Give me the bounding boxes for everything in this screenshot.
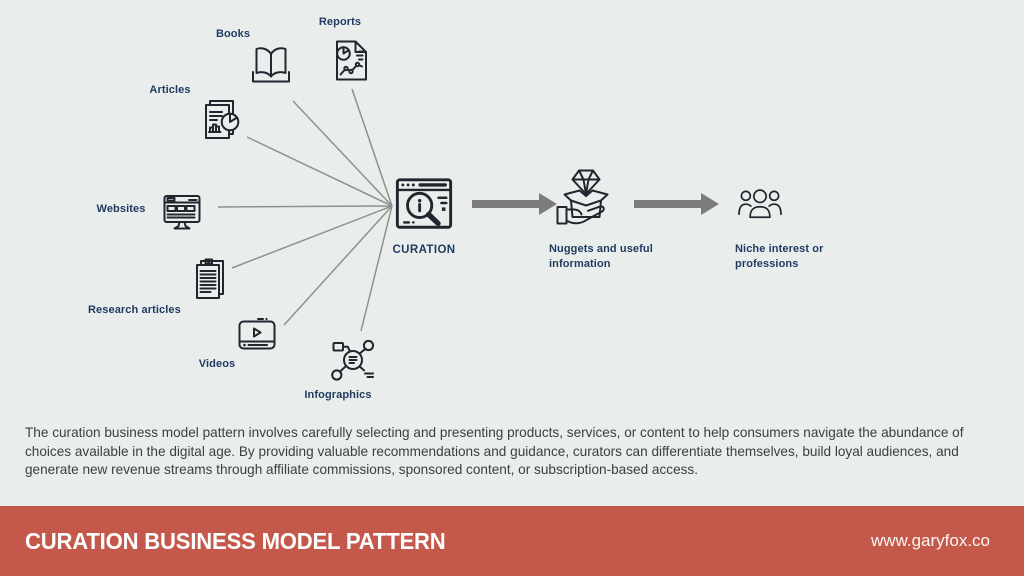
label-articles: Articles [149,84,191,96]
open-book-icon [247,40,295,90]
research-document-icon [186,256,228,306]
connector-infographics [360,205,393,332]
connector-books [292,100,393,207]
label-videos: Videos [198,358,236,370]
label-nuggets: Nuggets and useful information [549,243,653,270]
flow-arrow-2 [634,193,719,215]
video-player-icon [233,313,281,357]
connector-videos [283,205,393,326]
label-curation: CURATION [392,244,456,256]
label-books: Books [215,28,251,40]
label-infographics: Infographics [304,389,372,401]
connector-websites [217,205,393,208]
connector-research [231,205,393,269]
footer-website-link[interactable]: www.garyfox.co [870,531,990,550]
connector-articles [246,136,393,207]
flow-arrow-1 [472,193,557,215]
label-niche: Niche interest or professions [735,243,824,270]
label-reports: Reports [318,16,362,28]
browser-magnifier-icon [393,172,455,236]
website-monitor-icon [158,188,206,236]
label-websites: Websites [96,203,146,215]
footer-title: CURATION BUSINESS MODEL PATTERN [25,527,446,554]
people-group-icon [736,186,784,222]
article-pages-icon [196,95,246,145]
report-document-icon [327,36,373,86]
connector-reports [351,88,393,207]
infographic-network-icon [328,334,378,384]
footer-bar: CURATION BUSINESS MODEL PATTERN www.gary… [0,506,1024,576]
diamond-in-box-hand-icon [554,165,618,237]
label-research-articles: Research articles [88,304,181,316]
description-paragraph: The curation business model pattern invo… [25,425,964,478]
